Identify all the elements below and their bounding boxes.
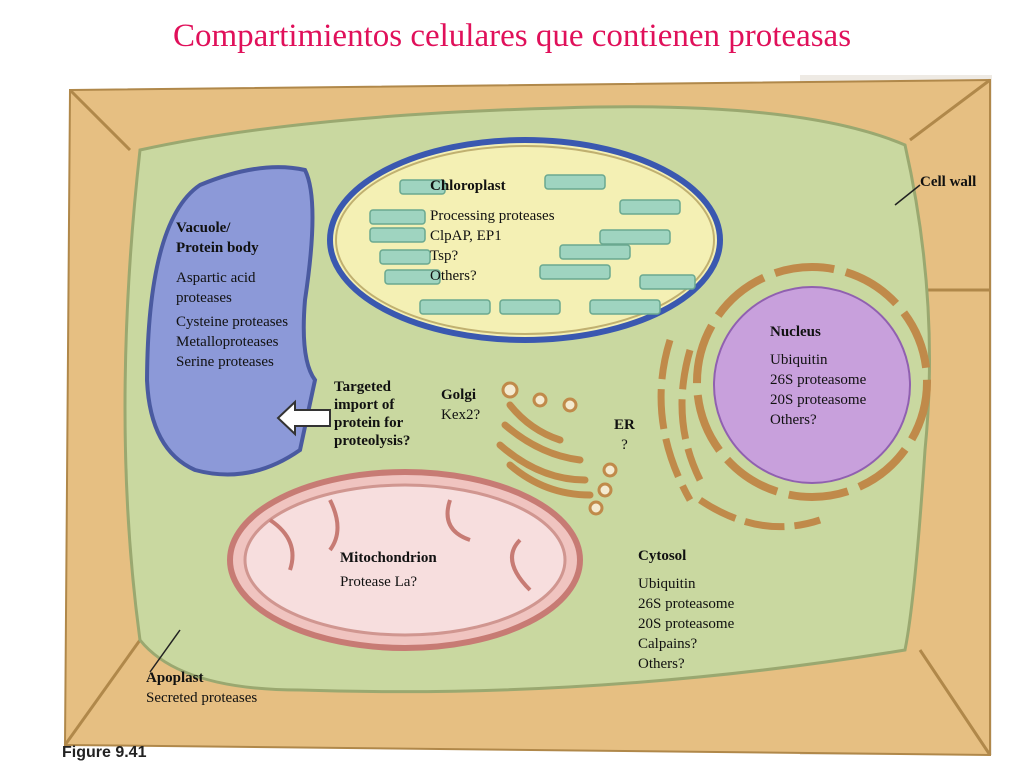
er-label: ER ? [614, 417, 635, 453]
figure-caption: Figure 9.41 [62, 744, 147, 761]
slide-title: Compartimientos celulares que contienen … [172, 18, 852, 54]
golgi [496, 401, 594, 499]
targeted-import-label: Targeted import of protein for proteolys… [334, 379, 411, 449]
cell-wall-label: Cell wall [920, 174, 977, 190]
cristae [268, 499, 532, 592]
golgi-vesicles [501, 381, 618, 516]
targeted-import-arrow [276, 399, 331, 437]
cytosol-label: Cytosol Ubiquitin 26S proteasome 20S pro… [638, 548, 735, 672]
apoplast-label: Apoplast Secreted proteases [146, 670, 258, 706]
thylakoids [369, 174, 696, 315]
chloroplast-label: Chloroplast Processing proteases ClpAP, … [430, 178, 555, 284]
vacuole [144, 165, 318, 477]
vacuole-label: Vacuole/ Protein body Aspartic acid prot… [176, 220, 289, 370]
leader-lines [149, 184, 921, 673]
endoplasmic-reticulum [657, 338, 822, 531]
mitochondrion-label: Mitochondrion Protease La? [340, 550, 437, 590]
nucleus-label: Nucleus Ubiquitin 26S proteasome 20S pro… [770, 324, 867, 428]
golgi-label: Golgi Kex2? [441, 387, 481, 423]
nucleus [713, 286, 911, 484]
